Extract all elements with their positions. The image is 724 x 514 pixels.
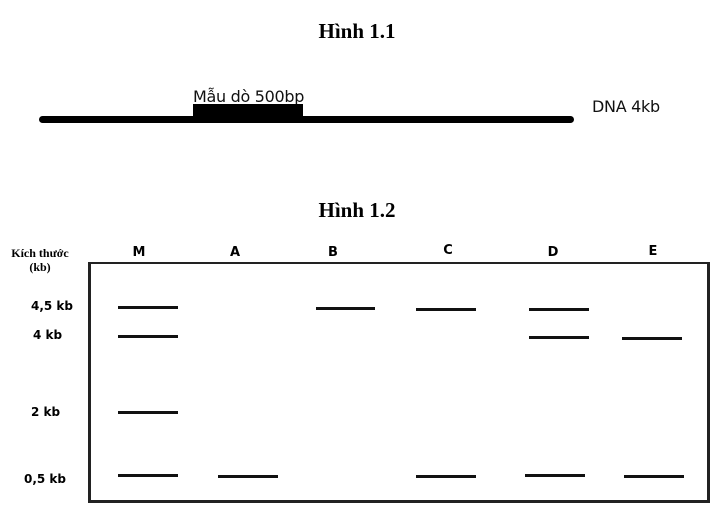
lane-label-a: A [229, 245, 241, 260]
band-d-0-5kb [525, 474, 585, 477]
dna-length-label: DNA 4kb [592, 97, 660, 116]
probe-label: Mẫu dò 500bp [193, 87, 305, 106]
gel-frame [88, 262, 710, 503]
band-c-4-5kb [416, 308, 476, 311]
lane-label-b: B [328, 245, 338, 260]
size-axis-header-line1: Kích thước [11, 246, 69, 260]
size-axis-header-line2: (kb) [29, 260, 51, 274]
band-m-4kb [118, 335, 178, 338]
band-e-0-5kb [624, 475, 684, 478]
size-axis-header: Kích thước (kb) [4, 246, 76, 274]
band-m-4-5kb [118, 306, 178, 309]
size-marker-2kb: 2 kb [31, 405, 61, 419]
band-m-2kb [118, 411, 178, 414]
lane-label-m: M [132, 245, 146, 260]
band-a-0-5kb [218, 475, 278, 478]
band-d-4kb [529, 336, 589, 339]
figure-2-title: Hình 1.2 [318, 198, 396, 222]
figure-1-title: Hình 1.1 [318, 19, 396, 43]
lane-label-d: D [547, 245, 559, 260]
band-c-0-5kb [416, 475, 476, 478]
lane-label-c: C [443, 243, 453, 258]
dna-strand [39, 116, 574, 123]
size-marker-4-5kb: 4,5 kb [31, 299, 74, 313]
band-e-4kb [622, 337, 682, 340]
lane-label-e: E [648, 244, 658, 259]
band-d-4-5kb [529, 308, 589, 311]
size-marker-4kb: 4 kb [33, 328, 63, 342]
band-m-0-5kb [118, 474, 178, 477]
size-marker-0-5kb: 0,5 kb [24, 472, 67, 486]
band-b-4-5kb [316, 307, 375, 310]
